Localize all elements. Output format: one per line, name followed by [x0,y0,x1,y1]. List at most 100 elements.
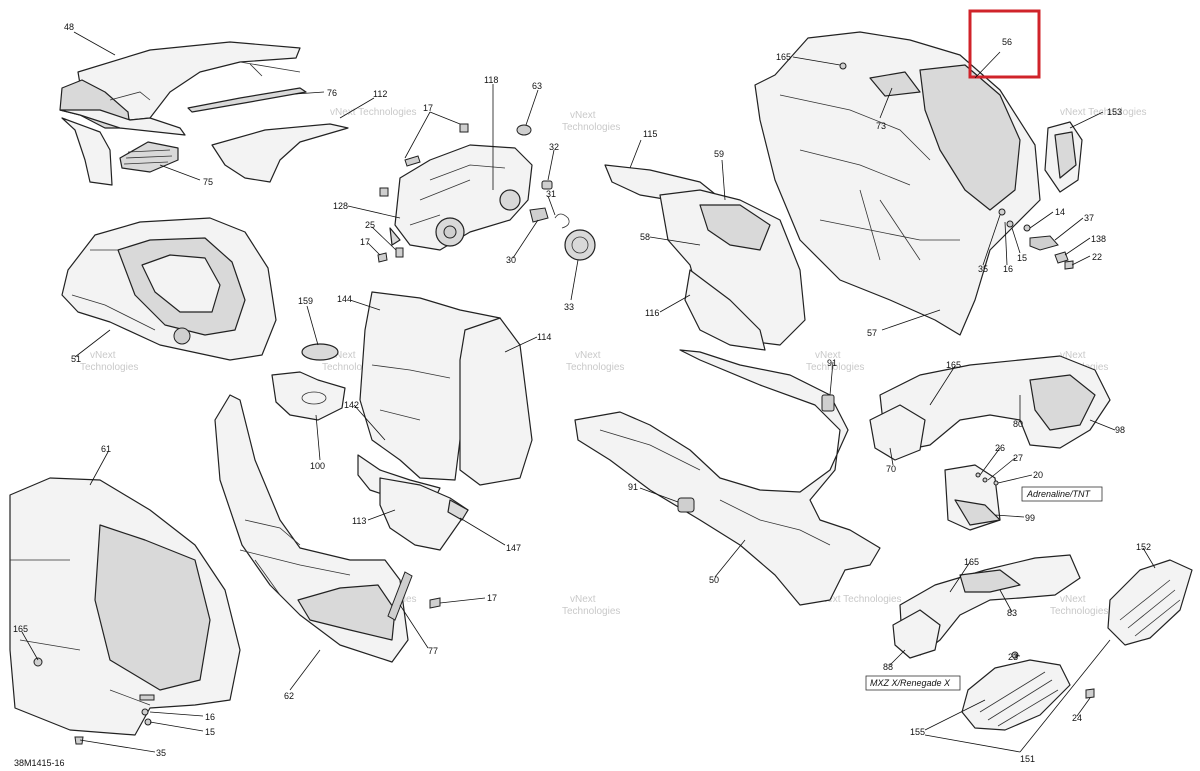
watermark-13: Technologies [806,362,864,373]
callout-15-top[interactable]: 15 [1017,253,1027,263]
callout-17-top[interactable]: 17 [423,103,433,113]
callout-100[interactable]: 100 [310,461,325,471]
watermark-6: vNext [90,350,116,361]
variant-label-adrenaline: Adrenaline/TNT [1021,486,1103,502]
part-112-side-panel [211,123,349,183]
callout-35-bottom[interactable]: 35 [156,748,166,758]
callout-30[interactable]: 30 [506,255,516,265]
callout-20[interactable]: 20 [1033,470,1043,480]
callout-14[interactable]: 14 [1055,207,1065,217]
callout-142[interactable]: 142 [344,400,359,410]
callout-151[interactable]: 151 [1020,754,1035,764]
callout-31[interactable]: 31 [546,189,556,199]
callout-59[interactable]: 59 [714,149,724,159]
watermark-7: Technologies [80,362,138,373]
callout-15-bottom[interactable]: 15 [205,727,215,737]
variant-adrenaline-text: Adrenaline/TNT [1026,489,1092,499]
callout-116[interactable]: 116 [645,308,659,318]
callout-75[interactable]: 75 [203,177,213,187]
callout-57[interactable]: 57 [867,328,877,338]
callout-138[interactable]: 138 [1091,234,1106,244]
callout-165-mxz[interactable]: 165 [964,557,979,567]
callout-91-lower[interactable]: 91 [628,482,638,492]
part-144-114-142-side-panels [357,291,533,506]
watermark-20: vNext Technologies [815,594,902,605]
callout-112[interactable]: 112 [373,89,387,99]
callout-33[interactable]: 33 [564,302,574,312]
highlight-part-56[interactable]: 56 [968,9,1041,79]
callout-118[interactable]: 118 [484,75,498,85]
callout-61[interactable]: 61 [101,444,111,454]
watermark-9: Technologies [322,362,380,373]
hardware-17-top [379,123,469,197]
callout-155[interactable]: 155 [910,727,925,737]
highlight-box[interactable] [968,9,1041,79]
callout-48[interactable]: 48 [64,22,74,32]
callout-50[interactable]: 50 [709,575,719,585]
callout-113[interactable]: 113 [352,516,366,526]
callout-76[interactable]: 76 [327,88,337,98]
callout-153[interactable]: 153 [1107,107,1122,117]
callout-51[interactable]: 51 [71,354,81,364]
callout-27[interactable]: 27 [1013,453,1023,463]
watermark-19: Technologies [562,606,620,617]
callout-17-mid[interactable]: 17 [360,237,370,247]
callout-70[interactable]: 70 [886,464,896,474]
part-63-grommet [516,124,532,136]
watermark-12: vNext [815,350,841,361]
callout-99[interactable]: 99 [1025,513,1035,523]
hardware-17-left [377,252,388,263]
callout-159[interactable]: 159 [298,296,313,306]
callout-32[interactable]: 32 [549,142,559,152]
callout-26[interactable]: 26 [995,443,1005,453]
callout-152[interactable]: 152 [1136,542,1151,552]
callout-165-left[interactable]: 165 [13,624,28,634]
watermark-21: vNext [1060,594,1086,605]
callout-25[interactable]: 25 [365,220,375,230]
callout-35-top[interactable]: 35 [978,264,988,274]
callout-16-bottom[interactable]: 16 [205,712,215,722]
callout-98[interactable]: 98 [1115,425,1125,435]
watermark-11: Technologies [566,362,624,373]
callout-144[interactable]: 144 [337,294,352,304]
callout-80[interactable]: 80 [1013,419,1023,429]
part-159-100-bracket [271,343,346,421]
variant-label-mxz: MXZ X/Renegade X [865,675,961,691]
part-91-latches [677,394,835,513]
callout-88[interactable]: 88 [883,662,893,672]
callout-114[interactable]: 114 [537,332,551,342]
callout-115[interactable]: 115 [643,129,657,139]
part-62-side-panel-center [214,394,409,663]
callout-22[interactable]: 22 [1092,252,1102,262]
callout-147[interactable]: 147 [506,543,521,553]
part-25-screw [395,247,404,258]
callout-83[interactable]: 83 [1007,608,1017,618]
callout-56[interactable]: 56 [1002,37,1012,47]
callout-63[interactable]: 63 [532,81,542,91]
callout-58[interactable]: 58 [640,232,650,242]
callout-24[interactable]: 24 [1072,713,1082,723]
hardware-17-bottom [429,597,441,609]
part-31-30-bulb-clip [529,207,570,229]
watermark-1: vNext Technologies [330,107,417,118]
callout-16-top[interactable]: 16 [1003,264,1013,274]
part-153-mirror [1044,121,1083,193]
callout-17-bottom[interactable]: 17 [487,593,497,603]
callout-165-top[interactable]: 165 [776,52,791,62]
watermark-10: vNext [575,350,601,361]
part-75-vent-grille [119,141,179,173]
callout-77[interactable]: 77 [428,646,438,656]
callouts: 48 76 112 75 17 118 63 32 31 30 33 128 2… [13,22,1151,764]
part-152-151-155-vent-mxz [961,559,1193,731]
part-33-cover [564,229,596,261]
callout-62[interactable]: 62 [284,691,294,701]
callout-23[interactable]: 23 [1008,652,1018,662]
callout-73[interactable]: 73 [876,121,886,131]
callout-37[interactable]: 37 [1084,213,1094,223]
watermark-5: vNext Technologies [1060,107,1147,118]
callout-128[interactable]: 128 [333,201,348,211]
callout-165-right[interactable]: 165 [946,360,961,370]
callout-91-upper[interactable]: 91 [827,358,837,368]
part-32-cap [541,180,553,190]
watermark-18: vNext [570,594,596,605]
